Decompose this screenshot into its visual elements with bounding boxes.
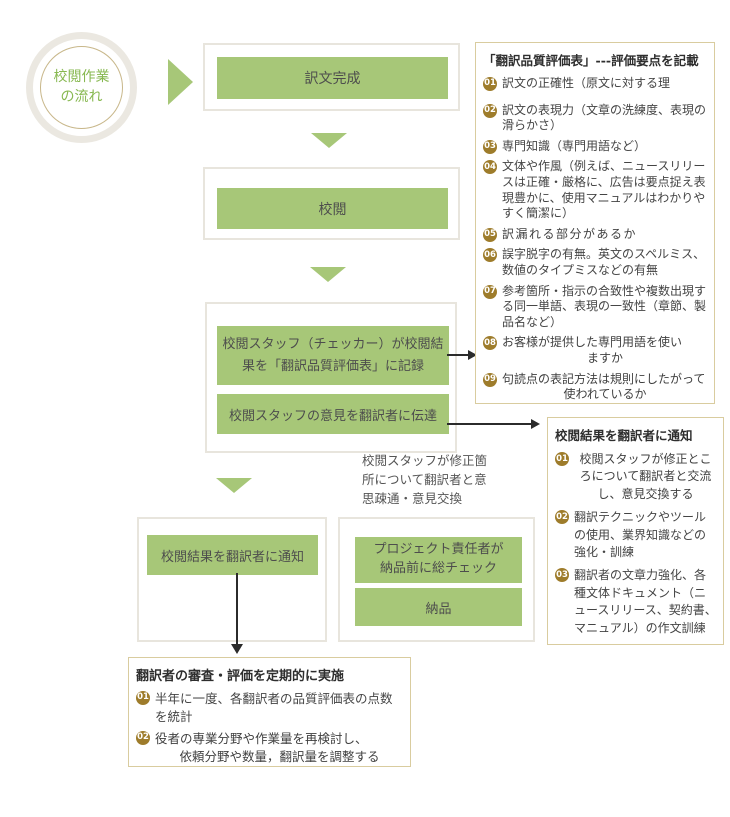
step-box-convey-opinion: 校閲スタッフの意見を翻訳者に伝達 xyxy=(217,394,449,434)
list-item: 03 翻訳者の文章力強化、各種文体ドキュメント（ニュースリリース、契約書、マニュ… xyxy=(555,567,717,637)
list-item: 05 訳漏れる部分があるか xyxy=(483,227,708,243)
step-box-final-check: プロジェクト責任者が 納品前に総チェック xyxy=(355,537,522,583)
item-text: 翻訳テクニックやツールの使用、業界知識などの強化・訓練 xyxy=(574,510,707,559)
item-number-badge: 09 xyxy=(483,372,497,387)
step-frame-record-feedback: 校閲スタッフ（チェッカー）が校閲結果を「翻訳品質評価表」に記録 校閲スタッフの意… xyxy=(205,302,457,453)
arrowhead-down-icon xyxy=(231,644,243,654)
item-text-line1: 役者の専業分野や作業量を再検討し、 xyxy=(155,731,368,746)
step-frame-proofreading: 校閲 xyxy=(203,167,460,240)
panel-notify-translator: 校閲結果を翻訳者に通知 01 校閲スタッフが修正ところについて翻訳者と交流し、意… xyxy=(547,417,724,645)
item-text: 訳文の正確性（原文に対する理 xyxy=(502,76,671,90)
panel-quality-title: 「翻訳品質評価表」---評価要点を記載 xyxy=(483,53,699,68)
item-number-badge: 03 xyxy=(483,139,497,154)
start-label: 校閲作業 の流れ xyxy=(54,68,110,107)
item-number-badge: 01 xyxy=(555,452,569,466)
start-circle-inner-ring: 校閲作業 の流れ xyxy=(40,46,123,129)
item-number-badge: 02 xyxy=(555,510,569,525)
chevron-down-icon xyxy=(310,267,346,282)
list-item: 01 校閲スタッフが修正ところについて翻訳者と交流し、意見交換する xyxy=(555,451,717,503)
item-text: 誤字脱字の有無。英文のスペルミス、数値のタイプミスなどの有無 xyxy=(502,247,706,277)
final-check-line1: プロジェクト責任者が xyxy=(373,542,504,558)
item-number-badge: 05 xyxy=(483,227,497,242)
item-text: 半年に一度、各翻訳者の品質評価表の点数を統計 xyxy=(155,691,393,724)
item-text: 校閲スタッフが修正ところについて翻訳者と交流し、意見交換する xyxy=(579,452,712,501)
item-text: 訳文の表現力（文章の洗練度、表現の滑らかさ） xyxy=(502,102,707,133)
panel-review-items: 01 半年に一度、各翻訳者の品質評価表の点数を統計 02 役者の専業分野や作業量… xyxy=(136,690,404,765)
step-box-record-evaluation: 校閲スタッフ（チェッカー）が校閲結果を「翻訳品質評価表」に記録 xyxy=(217,326,449,385)
list-item: 03 専門知識（専門用語など） xyxy=(483,139,708,155)
list-item: 07 参考箇所・指示の合致性や複数出現する同一単語、表現の一致性（章節、製品名な… xyxy=(483,284,708,331)
item-text: 訳漏れる部分があるか xyxy=(502,226,638,241)
annotation-communication-note: 校閲スタッフが修正箇所について翻訳者と意思疎通・意見交換 xyxy=(362,453,488,506)
connector-line-to-notify-panel xyxy=(447,423,534,425)
start-circle: 校閲作業 の流れ xyxy=(26,32,137,143)
item-number-badge: 03 xyxy=(555,568,569,583)
item-number-badge: 02 xyxy=(136,731,150,745)
item-text: 句読点の表記方法は規則にしたがって 使われているか xyxy=(502,372,708,403)
list-item: 01 半年に一度、各翻訳者の品質評価表の点数を統計 xyxy=(136,690,404,725)
item-text: 翻訳者の文章力強化、各種文体ドキュメント（ニュースリリース、契約書、マニュアル）… xyxy=(574,568,717,635)
item-text: 専門知識（専門用語など） xyxy=(502,138,647,153)
connector-line-to-quality-panel xyxy=(447,354,471,356)
arrowhead-right-icon xyxy=(531,419,540,429)
panel-notify-title: 校閲結果を翻訳者に通知 xyxy=(555,428,693,443)
item-number-badge: 04 xyxy=(483,160,497,175)
list-item: 08 お客様が提供した専門用語を使い ますか xyxy=(483,335,708,366)
item-text-line1: 句読点の表記方法は規則にしたがって xyxy=(502,371,706,386)
panel-review-title: 翻訳者の審査・評価を定期的に実施 xyxy=(136,669,345,684)
item-number-badge: 06 xyxy=(483,248,497,263)
panel-notify-items: 01 校閲スタッフが修正ところについて翻訳者と交流し、意見交換する 02 翻訳テ… xyxy=(555,451,717,637)
list-item: 02 訳文の表現力（文章の洗練度、表現の滑らかさ） xyxy=(483,103,708,134)
item-text: お客様が提供した専門用語を使い ますか xyxy=(502,335,708,366)
step-box-delivery: 納品 xyxy=(355,588,522,626)
item-number-badge: 01 xyxy=(483,77,497,91)
arrowhead-right-icon xyxy=(468,350,477,360)
final-check-line2: 納品前に総チェック xyxy=(379,561,497,576)
item-number-badge: 01 xyxy=(136,691,150,705)
item-number-badge: 08 xyxy=(483,336,497,351)
chevron-down-icon xyxy=(311,133,347,148)
chevron-down-icon xyxy=(216,478,252,493)
item-text: 役者の専業分野や作業量を再検討し、 依頼分野や数量，翻訳量を調整する xyxy=(155,730,404,765)
panel-quality-evaluation: 「翻訳品質評価表」---評価要点を記載 01 訳文の正確性（原文に対する理 02… xyxy=(475,42,715,404)
list-item: 01 訳文の正確性（原文に対する理 xyxy=(483,76,708,92)
step-box-translation-done: 訳文完成 xyxy=(217,57,448,99)
flow-start-arrow-icon xyxy=(168,59,193,105)
list-item: 09 句読点の表記方法は規則にしたがって 使われているか xyxy=(483,372,708,403)
item-text-line1: お客様が提供した専門用語を使い xyxy=(502,335,683,350)
list-item: 02 翻訳テクニックやツールの使用、業界知識などの強化・訓練 xyxy=(555,509,717,561)
step-frame-translation-done: 訳文完成 xyxy=(203,43,460,111)
item-text: 参考箇所・指示の合致性や複数出現する同一単語、表現の一致性（章節、製品名など） xyxy=(502,283,707,329)
step-frame-notify-translator: 校閲結果を翻訳者に通知 xyxy=(137,517,327,642)
panel-periodic-review: 翻訳者の審査・評価を定期的に実施 01 半年に一度、各翻訳者の品質評価表の点数を… xyxy=(128,657,411,767)
panel-quality-items: 01 訳文の正確性（原文に対する理 02 訳文の表現力（文章の洗練度、表現の滑ら… xyxy=(483,76,708,403)
item-text-line2: 使われているか xyxy=(563,387,647,402)
list-item: 02 役者の専業分野や作業量を再検討し、 依頼分野や数量，翻訳量を調整する xyxy=(136,730,404,765)
item-text: 文体や作風（例えば、ニュースリリースは正確・厳格に、広告は要点捉え表現豊かに、使… xyxy=(502,159,706,221)
start-label-line1: 校閲作業 xyxy=(53,68,110,85)
item-text-line2: 依頼分野や数量，翻訳量を調整する xyxy=(179,748,380,764)
list-item: 04 文体や作風（例えば、ニュースリリースは正確・厳格に、広告は要点捉え表現豊か… xyxy=(483,159,708,221)
item-number-badge: 07 xyxy=(483,284,497,299)
connector-line-to-review-panel xyxy=(236,573,238,645)
step-box-proofreading: 校閲 xyxy=(217,188,448,229)
item-text-line2: ますか xyxy=(586,350,623,365)
step-box-notify-translator: 校閲結果を翻訳者に通知 xyxy=(147,535,318,575)
item-number-badge: 02 xyxy=(483,103,497,118)
step-frame-final-check: プロジェクト責任者が 納品前に総チェック 納品 xyxy=(338,517,535,642)
list-item: 06 誤字脱字の有無。英文のスペルミス、数値のタイプミスなどの有無 xyxy=(483,247,708,278)
start-label-line2: の流れ xyxy=(60,88,103,105)
